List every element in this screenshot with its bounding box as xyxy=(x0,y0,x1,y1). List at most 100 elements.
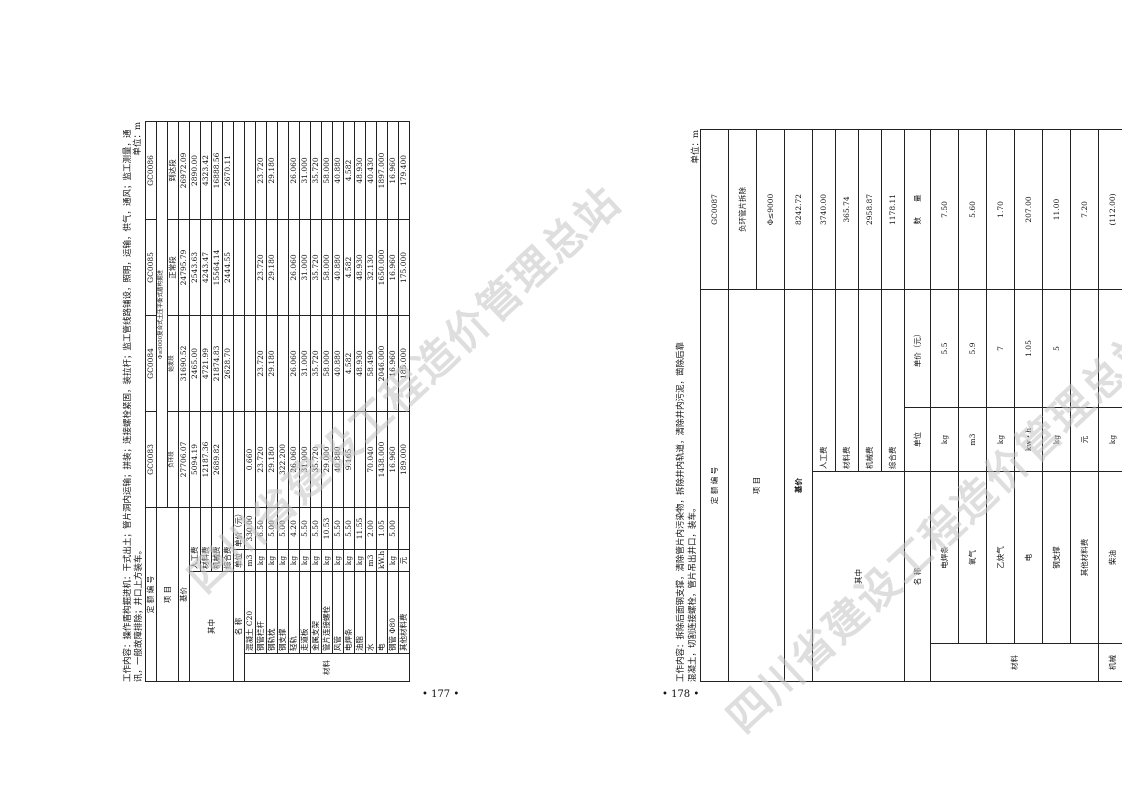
row-value: 16.960 xyxy=(387,121,399,220)
row-value: 26.060 xyxy=(288,121,300,220)
project-label: 项 目 xyxy=(728,289,785,682)
labor-cell: 2890.00 xyxy=(189,121,201,220)
name-header: 名 称 xyxy=(233,571,245,682)
row-price: 1.05 xyxy=(376,507,388,550)
row-value: 1650.000 xyxy=(376,219,388,316)
row-value: 35.720 xyxy=(310,219,322,316)
row-name: 电焊条 xyxy=(343,571,355,654)
row-value: 23.720 xyxy=(255,219,267,316)
row-qty: 7.50 xyxy=(930,129,959,290)
row-value: 31.000 xyxy=(299,315,311,412)
row-price: 10.53 xyxy=(321,507,333,550)
row-value: 40.880 xyxy=(332,121,344,220)
materials-group-label: 材料 xyxy=(244,653,410,682)
row-qty: 5.60 xyxy=(958,129,987,290)
row-value: 48.930 xyxy=(354,219,366,316)
right-page: 工作内容：拆除后面钢支撑，清除管片内污染物，拆除井内轨道，清除井内污泥，凿除后靠… xyxy=(561,0,1122,793)
price-header: 单价（元） xyxy=(904,289,931,408)
code-cell: GC0083 xyxy=(145,411,157,508)
row-name: 混凝土 C20 xyxy=(244,571,256,654)
row-value: 40.880 xyxy=(332,219,344,316)
row-qty: (112.00) xyxy=(1098,129,1122,290)
row-value: 26.060 xyxy=(288,219,300,316)
material-cell: 4721.99 xyxy=(200,315,212,412)
row-value: 40.880 xyxy=(332,315,344,412)
row-name: 油脂 xyxy=(354,571,366,654)
row-name: 钢管 Φ80 xyxy=(387,571,399,654)
row-name: 柴油 xyxy=(1098,471,1122,644)
row-price xyxy=(398,507,410,550)
comp-cell xyxy=(222,411,234,508)
row-price: 5.50 xyxy=(310,507,322,550)
row-name: 电 xyxy=(1014,471,1043,644)
base-cell: 24795.79 xyxy=(178,219,190,316)
row-name: 其他材料费 xyxy=(1070,471,1099,644)
row-unit: kW.h xyxy=(376,549,388,572)
material-fee-label: 材料费 xyxy=(835,289,859,472)
row-name: 钢支撑 xyxy=(1042,471,1071,644)
base-cell: 8242.72 xyxy=(784,129,813,290)
row-value: 35.720 xyxy=(310,315,322,412)
row-value: 179.400 xyxy=(398,121,410,220)
row-value xyxy=(244,219,256,316)
row-value: 35.720 xyxy=(310,121,322,220)
base-price-label: 基价 xyxy=(178,507,190,682)
row-unit: kg xyxy=(299,549,311,572)
row-name: 水 xyxy=(365,571,377,654)
row-name: 走道板 xyxy=(299,571,311,654)
row-value: 23.720 xyxy=(255,121,267,220)
work-content: 工作内容：操作盾构掘进机：干式出土；管片洞内运输；拼装；连接螺栓紧固，装拉杆；监… xyxy=(123,129,144,682)
row-unit: kg xyxy=(343,549,355,572)
unit-label: 单位：m xyxy=(133,122,143,156)
qty-header: 数 量 xyxy=(904,129,931,290)
material-cell: 4323.42 xyxy=(200,121,212,220)
quota-code-label: 定 额 编 号 xyxy=(700,289,729,682)
comp-cell: 1178.11 xyxy=(881,129,905,290)
row-name: 电 xyxy=(376,571,388,654)
code-cell: GC0084 xyxy=(145,315,157,412)
row-name: 金属支架 xyxy=(310,571,322,654)
code-cell: GC0085 xyxy=(145,219,157,316)
row-unit: kg xyxy=(387,549,399,572)
project-label: 项 目 xyxy=(156,507,179,682)
material-cell: 12187.36 xyxy=(200,411,212,508)
row-value: 26.060 xyxy=(288,315,300,412)
comp-cell: 2670.11 xyxy=(222,121,234,220)
code-cell: GC0086 xyxy=(145,121,157,220)
row-name: 钢管栏杆 xyxy=(255,571,267,654)
row-value: 40.430 xyxy=(365,121,377,220)
machine-label: 机械费 xyxy=(858,289,882,472)
row-qty: 1.70 xyxy=(986,129,1015,290)
row-value xyxy=(277,219,289,316)
row-name: 轻轨 xyxy=(288,571,300,654)
row-value: 23.720 xyxy=(255,315,267,412)
work-content-line1: 工作内容：拆除后面钢支撑，清除管片内污染物，拆除井内轨道，清除井内污泥，凿除后靠 xyxy=(676,341,686,682)
project-sub: Φ≤9000 xyxy=(756,129,785,290)
row-value: 29.180 xyxy=(266,315,278,412)
row-qty: 11.00 xyxy=(1042,129,1071,290)
row-name: 其他材料费 xyxy=(398,571,410,654)
stage-cell: 正常段 xyxy=(167,219,179,316)
stage-cell: 负环段 xyxy=(167,411,179,508)
labor-cell: 3740.00 xyxy=(812,129,836,290)
row-value xyxy=(277,121,289,220)
row-unit: kg xyxy=(277,549,289,572)
row-name: 钢支撑 xyxy=(277,571,289,654)
stage-cell: 始发段 xyxy=(167,315,179,412)
machine-group-label: 机械 xyxy=(1098,643,1122,682)
row-value: 58.000 xyxy=(321,315,333,412)
labor-label: 人工费 xyxy=(812,289,836,472)
row-unit: kg xyxy=(288,549,300,572)
row-price: 5.50 xyxy=(343,507,355,550)
machine-cell: 2958.87 xyxy=(858,129,882,290)
row-price: 2.00 xyxy=(365,507,377,550)
row-value: 175.000 xyxy=(398,219,410,316)
base-cell: 26972.09 xyxy=(178,121,190,220)
project-title: 负环管片拆除 xyxy=(728,129,757,290)
row-name: 风管 xyxy=(332,571,344,654)
base-cell: 27706.07 xyxy=(178,411,190,508)
